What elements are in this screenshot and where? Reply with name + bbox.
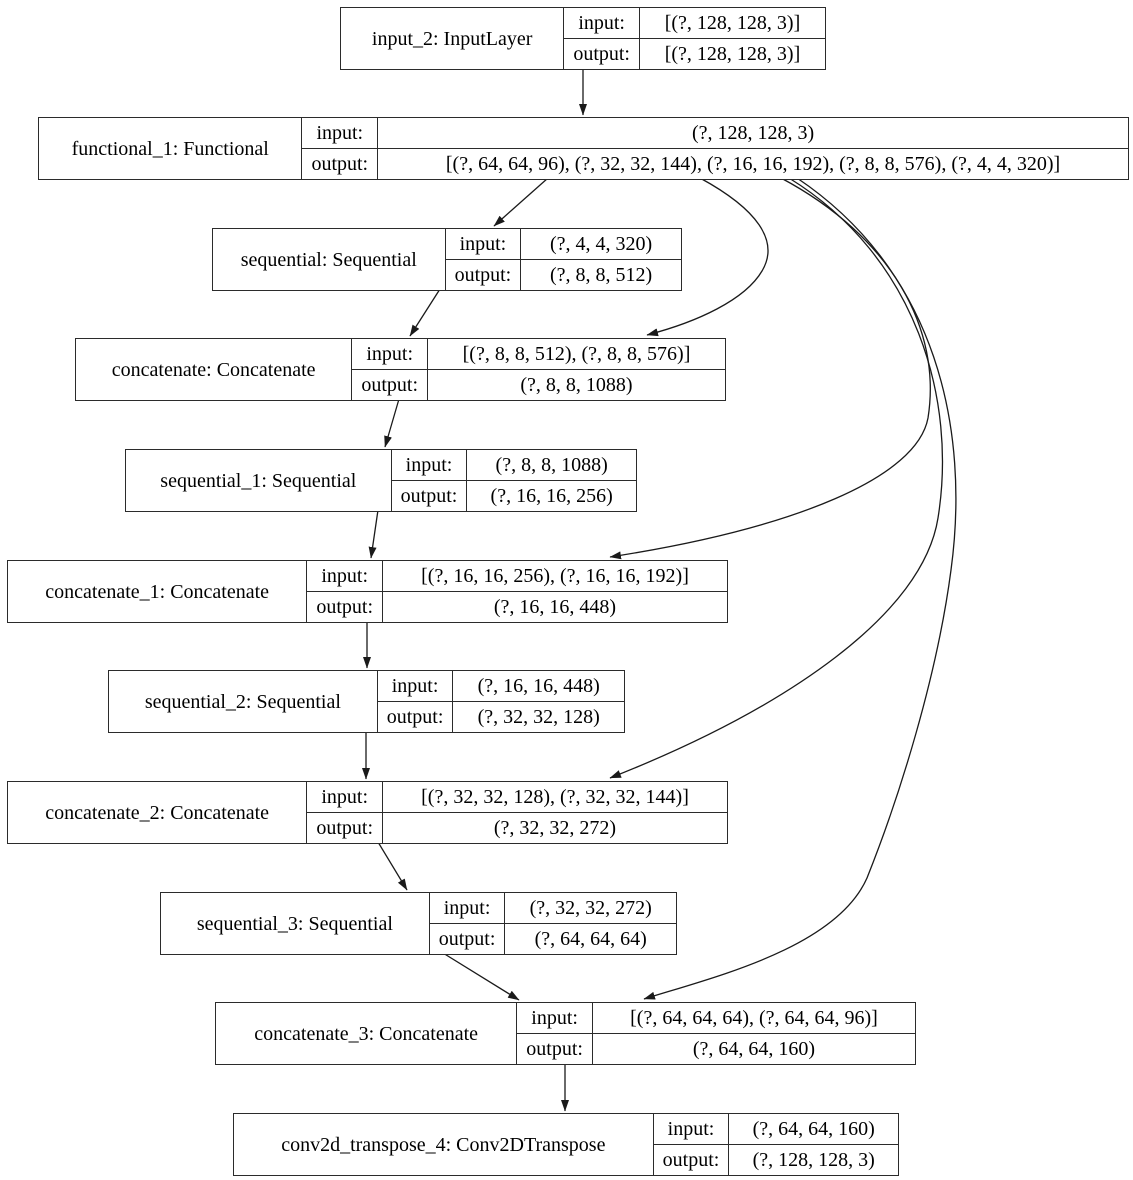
edge-concatenate_2-to-sequential_3 — [377, 841, 408, 891]
input-shape: [(?, 128, 128, 3)] — [638, 7, 827, 39]
input-label: input: — [390, 449, 468, 481]
output-shape: (?, 128, 128, 3) — [728, 1144, 899, 1176]
node-concatenate_2: concatenate_2: Concatenate input: [(?, 3… — [6, 781, 728, 844]
node-title: concatenate_3: Concatenate — [214, 1002, 518, 1065]
input-label: input: — [563, 7, 640, 39]
input-shape: (?, 16, 16, 448) — [452, 670, 625, 702]
input-label: input: — [301, 117, 379, 149]
input-shape: (?, 32, 32, 272) — [504, 892, 677, 924]
output-label: output: — [376, 701, 454, 733]
output-label: output: — [428, 923, 506, 955]
input-label: input: — [428, 892, 506, 924]
input-shape: [(?, 32, 32, 128), (?, 32, 32, 144)] — [382, 781, 728, 813]
input-label: input: — [306, 560, 383, 592]
input-shape: [(?, 64, 64, 64), (?, 64, 64, 96)] — [591, 1002, 917, 1034]
node-title: sequential: Sequential — [212, 228, 446, 291]
output-label: output: — [351, 369, 428, 401]
node-sequential_2: sequential_2: Sequential input: (?, 16, … — [108, 670, 625, 733]
input-label: input: — [652, 1113, 730, 1145]
node-title: input_2: InputLayer — [339, 7, 565, 70]
input-label: input: — [444, 228, 522, 260]
output-shape: (?, 16, 16, 448) — [382, 591, 728, 623]
node-concatenate_3: concatenate_3: Concatenate input: [(?, 6… — [214, 1002, 917, 1065]
input-label: input: — [306, 781, 383, 813]
output-shape: (?, 64, 64, 64) — [504, 923, 677, 955]
output-label: output: — [444, 259, 522, 291]
node-title: sequential_2: Sequential — [108, 670, 378, 733]
node-title: functional_1: Functional — [37, 117, 303, 180]
output-shape: (?, 64, 64, 160) — [591, 1033, 917, 1065]
output-shape: [(?, 128, 128, 3)] — [638, 38, 827, 70]
edge-sequential-to-concatenate — [409, 288, 441, 337]
input-label: input: — [351, 338, 428, 370]
input-shape: (?, 8, 8, 1088) — [466, 449, 637, 481]
node-input_2: input_2: InputLayer input: [(?, 128, 128… — [339, 7, 827, 70]
input-shape: [(?, 8, 8, 512), (?, 8, 8, 576)] — [427, 338, 726, 370]
edge-sequential_3-to-concatenate_3 — [442, 952, 520, 1001]
edge-functional_1-to-sequential — [493, 177, 549, 227]
input-shape: (?, 128, 128, 3) — [377, 117, 1129, 149]
node-functional_1: functional_1: Functional input: (?, 128,… — [37, 117, 1129, 180]
output-label: output: — [301, 148, 379, 180]
input-shape: (?, 64, 64, 160) — [728, 1113, 899, 1145]
node-title: sequential_3: Sequential — [160, 892, 430, 955]
input-label: input: — [376, 670, 454, 702]
output-label: output: — [516, 1033, 593, 1065]
node-conv2d_transpose_4: conv2d_transpose_4: Conv2DTranspose inpu… — [233, 1113, 899, 1176]
node-sequential_1: sequential_1: Sequential input: (?, 8, 8… — [125, 449, 637, 512]
edge-sequential_1-to-concatenate_1 — [368, 509, 379, 559]
node-title: sequential_1: Sequential — [125, 449, 392, 512]
node-title: concatenate_1: Concatenate — [6, 560, 308, 623]
input-shape: (?, 4, 4, 320) — [520, 228, 682, 260]
output-label: output: — [306, 812, 383, 844]
output-shape: (?, 8, 8, 1088) — [427, 369, 726, 401]
node-sequential_3: sequential_3: Sequential input: (?, 32, … — [160, 892, 677, 955]
output-label: output: — [390, 480, 468, 512]
node-sequential: sequential: Sequential input: (?, 4, 4, … — [212, 228, 682, 291]
output-shape: [(?, 64, 64, 96), (?, 32, 32, 144), (?, … — [377, 148, 1129, 180]
node-title: concatenate_2: Concatenate — [6, 781, 308, 844]
node-concatenate_1: concatenate_1: Concatenate input: [(?, 1… — [6, 560, 728, 623]
node-concatenate: concatenate: Concatenate input: [(?, 8, … — [74, 338, 726, 401]
output-label: output: — [563, 38, 640, 70]
output-label: output: — [306, 591, 383, 623]
node-title: conv2d_transpose_4: Conv2DTranspose — [233, 1113, 654, 1176]
output-shape: (?, 32, 32, 128) — [452, 701, 625, 733]
input-shape: [(?, 16, 16, 256), (?, 16, 16, 192)] — [382, 560, 728, 592]
output-shape: (?, 16, 16, 256) — [466, 480, 637, 512]
node-title: concatenate: Concatenate — [74, 338, 353, 401]
input-label: input: — [516, 1002, 593, 1034]
output-shape: (?, 8, 8, 512) — [520, 259, 682, 291]
output-label: output: — [652, 1144, 730, 1176]
edge-concatenate-to-sequential_1 — [384, 398, 400, 448]
output-shape: (?, 32, 32, 272) — [382, 812, 728, 844]
